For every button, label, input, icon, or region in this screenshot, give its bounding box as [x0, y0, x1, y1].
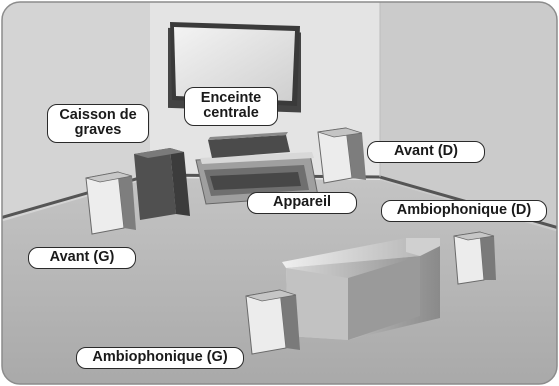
sofa	[282, 238, 440, 340]
front-right-speaker	[317, 127, 366, 184]
label-center-line1: Enceinte	[200, 90, 262, 106]
label-subwoofer-line2: graves	[74, 122, 122, 138]
label-subwoofer-line1: Caisson de	[59, 107, 137, 123]
floor	[2, 178, 557, 384]
tv-stand	[195, 152, 319, 205]
label-surround-right: Ambiophonique (D)	[381, 200, 547, 222]
surround-right-speaker	[453, 231, 496, 285]
right-wall	[380, 2, 557, 232]
label-center-line2: centrale	[203, 105, 259, 121]
label-center-speaker: Enceinte centrale	[184, 87, 278, 126]
label-device: Appareil	[247, 192, 357, 214]
front-left-speaker	[85, 171, 136, 235]
surround-left-speaker	[245, 289, 300, 355]
label-front-right: Avant (D)	[367, 141, 485, 163]
center-speaker	[208, 132, 290, 158]
label-subwoofer: Caisson de graves	[47, 104, 149, 143]
subwoofer	[134, 148, 190, 220]
label-front-left: Avant (G)	[28, 247, 136, 269]
label-surround-left: Ambiophonique (G)	[76, 347, 244, 369]
